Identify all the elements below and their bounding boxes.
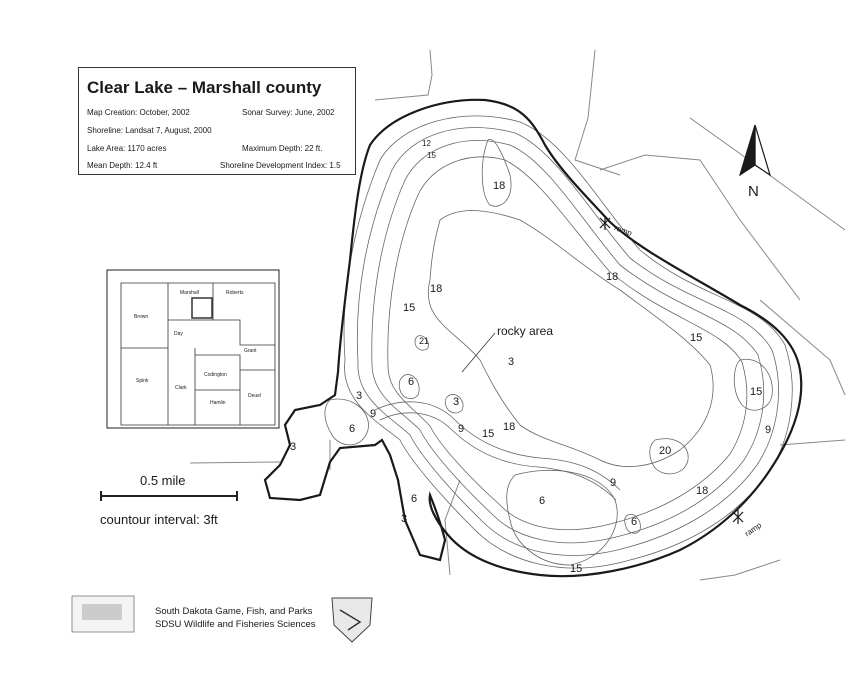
depth-label: 9 — [370, 408, 377, 420]
shoreline-text: Shoreline: Landsat 7, August, 2000 — [87, 126, 212, 135]
depth-label: 9 — [458, 423, 465, 435]
credit-line-1: South Dakota Game, Fish, and Parks — [155, 606, 313, 617]
county-label: Day — [174, 331, 183, 337]
county-label: Spink — [136, 378, 149, 384]
ramp-marker-south — [732, 510, 744, 524]
credit-line-2: SDSU Wildlife and Fisheries Sciences — [155, 619, 316, 630]
sonar-survey-text: Sonar Survey: June, 2002 — [242, 108, 335, 117]
depth-label: 3 — [401, 513, 408, 525]
depth-label: 21 — [419, 336, 430, 346]
depth-label: 15 — [403, 302, 416, 314]
county-label: Grant — [244, 348, 257, 354]
county-label: Clark — [175, 385, 187, 391]
map-info-box: Clear Lake – Marshall county Map Creatio… — [78, 67, 356, 175]
depth-label: 15 — [750, 386, 763, 398]
depth-label: 6 — [411, 493, 418, 505]
depth-label: 18 — [493, 180, 506, 192]
lake-area-text: Lake Area: 1170 acres — [87, 144, 167, 153]
depth-label: 6 — [631, 516, 638, 528]
county-label: Codington — [204, 372, 227, 378]
north-label: N — [748, 183, 759, 200]
rocky-area-pointer — [461, 332, 496, 373]
depth-label: 18 — [503, 421, 516, 433]
sd-wildlife-logo — [71, 595, 135, 633]
mean-depth-text: Mean Depth: 12.4 ft — [87, 161, 158, 170]
rocky-area-label: rocky area — [497, 324, 554, 338]
depth-label: 3 — [508, 356, 515, 368]
depth-label: 3 — [453, 396, 460, 408]
depth-label: 15 — [482, 428, 495, 440]
depth-label: 18 — [696, 485, 709, 497]
map-creation-text: Map Creation: October, 2002 — [87, 108, 190, 117]
county-label: Brown — [134, 314, 149, 320]
contour-interval-label: countour interval: 3ft — [100, 512, 218, 527]
ramp-marker-north — [599, 216, 611, 230]
depth-label: 12 — [422, 139, 431, 148]
county-inset-map — [106, 269, 280, 429]
depth-label: 3 — [356, 390, 363, 402]
depth-label: 15 — [570, 563, 583, 575]
scale-label: 0.5 mile — [140, 473, 186, 488]
depth-label: 3 — [290, 441, 297, 453]
depth-label: 18 — [430, 283, 443, 295]
depth-label: 6 — [408, 376, 415, 388]
county-label: Marshall — [180, 290, 199, 296]
depth-label: 15 — [690, 332, 703, 344]
depth-label: 18 — [606, 271, 619, 283]
depth-label: 9 — [765, 424, 772, 436]
depth-label: 6 — [349, 423, 356, 435]
shoreline — [263, 98, 803, 578]
county-label: Deuel — [248, 393, 262, 399]
depth-label: 9 — [610, 477, 617, 489]
road-lines — [189, 49, 846, 581]
shoreline-index-text: Shoreline Development Index: 1.5 — [220, 161, 341, 170]
depth-label: 20 — [659, 445, 672, 457]
map-title: Clear Lake – Marshall county — [87, 78, 322, 97]
depth-label: 6 — [539, 495, 546, 507]
scale-bar — [100, 491, 238, 501]
county-label: Hamlin — [210, 400, 226, 406]
north-arrow-icon — [738, 124, 772, 177]
depth-label: 15 — [427, 151, 436, 160]
max-depth-text: Maximum Depth: 22 ft. — [242, 144, 323, 153]
gfp-shield-logo — [331, 597, 373, 643]
depth-contours — [324, 115, 793, 569]
county-label: Roberts — [226, 290, 244, 296]
